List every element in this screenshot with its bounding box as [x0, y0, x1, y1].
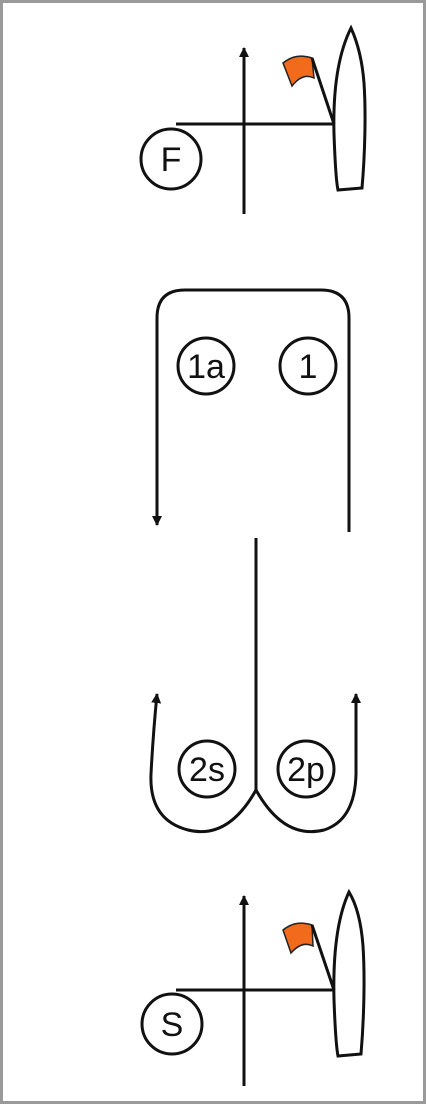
windward-route-path — [152, 288, 351, 532]
finish-area: F — [139, 24, 367, 214]
mark-1 — [278, 336, 338, 396]
mark-2p — [276, 739, 336, 799]
mark-2s — [177, 739, 237, 799]
windward-loop: 1a 1 — [152, 288, 351, 532]
start-boat-icon — [332, 888, 366, 1058]
start-flag-icon — [282, 922, 314, 955]
mark-1a-label: 1a — [187, 348, 225, 386]
finish-mark — [139, 127, 203, 191]
leeward-gate: 2s 2p — [149, 538, 361, 834]
mark-2s-label: 2s — [189, 751, 225, 789]
start-area: S — [140, 888, 366, 1086]
finish-mark-label: F — [161, 141, 182, 179]
start-mark-label: S — [161, 1006, 184, 1044]
finish-flag-staff — [310, 57, 336, 125]
start-mark — [140, 992, 204, 1056]
finish-flag-icon — [282, 55, 315, 88]
mark-1a — [176, 336, 236, 396]
start-flag-staff — [310, 924, 336, 991]
mark-2p-label: 2p — [287, 751, 325, 789]
gate-left-route — [149, 693, 258, 834]
gate-right-route — [254, 693, 361, 834]
mark-1-label: 1 — [299, 348, 318, 386]
finish-boat-icon — [332, 24, 367, 192]
